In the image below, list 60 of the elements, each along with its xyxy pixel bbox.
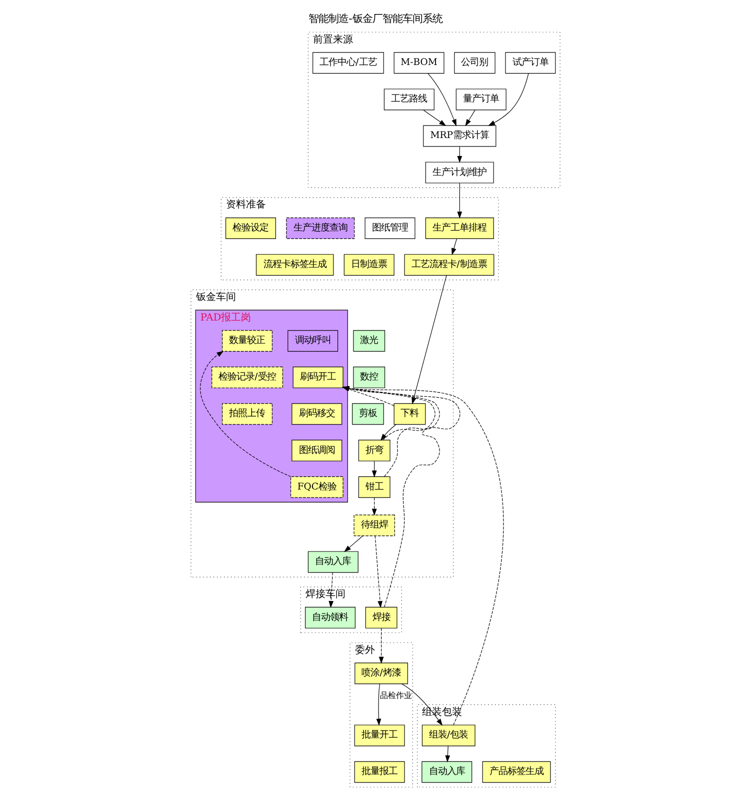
node-box: 生产工单排程 (424, 218, 494, 240)
node-box: 刷码移交 (291, 403, 342, 425)
node-box: 生产进度查询 (286, 218, 354, 240)
node-box: FQC检验 (290, 476, 343, 498)
arrow (411, 275, 446, 404)
node-box: M-BOM (393, 52, 444, 74)
arrow (422, 110, 446, 126)
arrow (374, 536, 382, 608)
node-box: 工作中心/工艺 (312, 52, 384, 74)
arrow (451, 238, 456, 256)
edge-label: 品检作业 (379, 690, 412, 700)
node-box: 下料 (393, 403, 426, 425)
node-box: 批量开工 (354, 724, 404, 746)
arrow (376, 684, 381, 726)
arrow (444, 746, 450, 762)
node-box: 剪板 (352, 403, 384, 425)
arrow (380, 424, 396, 441)
diagram-title: 智能制造-钣金厂智能车间系统 (308, 12, 442, 25)
node-box: 刷码开工 (292, 366, 343, 388)
node-box: 焊接 (364, 606, 397, 628)
node-box: 数控 (352, 366, 385, 388)
arrow (371, 460, 376, 478)
node-box: 检验设定 (225, 218, 276, 240)
node-box: 数量较正 (222, 330, 272, 352)
node-box: 公司别 (454, 52, 495, 74)
node-box: 日制造票 (343, 254, 394, 276)
node-box: 自动入库 (421, 761, 472, 783)
arrow (488, 73, 528, 126)
node-box: 自动领料 (304, 606, 355, 628)
arrow (328, 572, 334, 608)
node-box: MRP需求计算 (422, 125, 496, 147)
arrow (456, 182, 462, 219)
arrow (456, 146, 462, 163)
node-box: 工艺路线 (383, 88, 434, 110)
arrow (464, 110, 475, 126)
node-box: 试产订单 (504, 52, 556, 74)
node-box: 拍照上传 (222, 403, 272, 425)
node-box: 待组焊 (353, 514, 394, 536)
node-box: 检验记录/受控 (211, 366, 282, 388)
node-box: 流程卡标签生成 (255, 254, 334, 276)
node-box: 产品标签生成 (482, 761, 550, 783)
node-box: 量产订单 (455, 88, 506, 110)
node-box: 生产计划维护 (424, 162, 494, 184)
node-box: 折弯 (358, 440, 390, 462)
node-box: 图纸调阅 (291, 440, 342, 462)
arrow (200, 350, 291, 477)
node-box: 调动呼叫 (287, 330, 338, 352)
node-box: 工艺流程卡/制造票 (404, 254, 494, 276)
arrow (371, 497, 376, 516)
node-box: 激光 (352, 330, 385, 352)
node-box: 自动入库 (307, 551, 358, 573)
arrow (427, 73, 456, 126)
arrow (400, 684, 442, 726)
node-box: 组装/包装 (421, 724, 475, 746)
node-box: 钳工 (358, 476, 390, 498)
node-box: 图纸管理 (364, 218, 415, 240)
node-box: 批量报工 (354, 761, 404, 783)
arrow (344, 536, 362, 552)
node-box: 喷涂/烤漆 (354, 662, 408, 684)
arrow (378, 628, 384, 664)
